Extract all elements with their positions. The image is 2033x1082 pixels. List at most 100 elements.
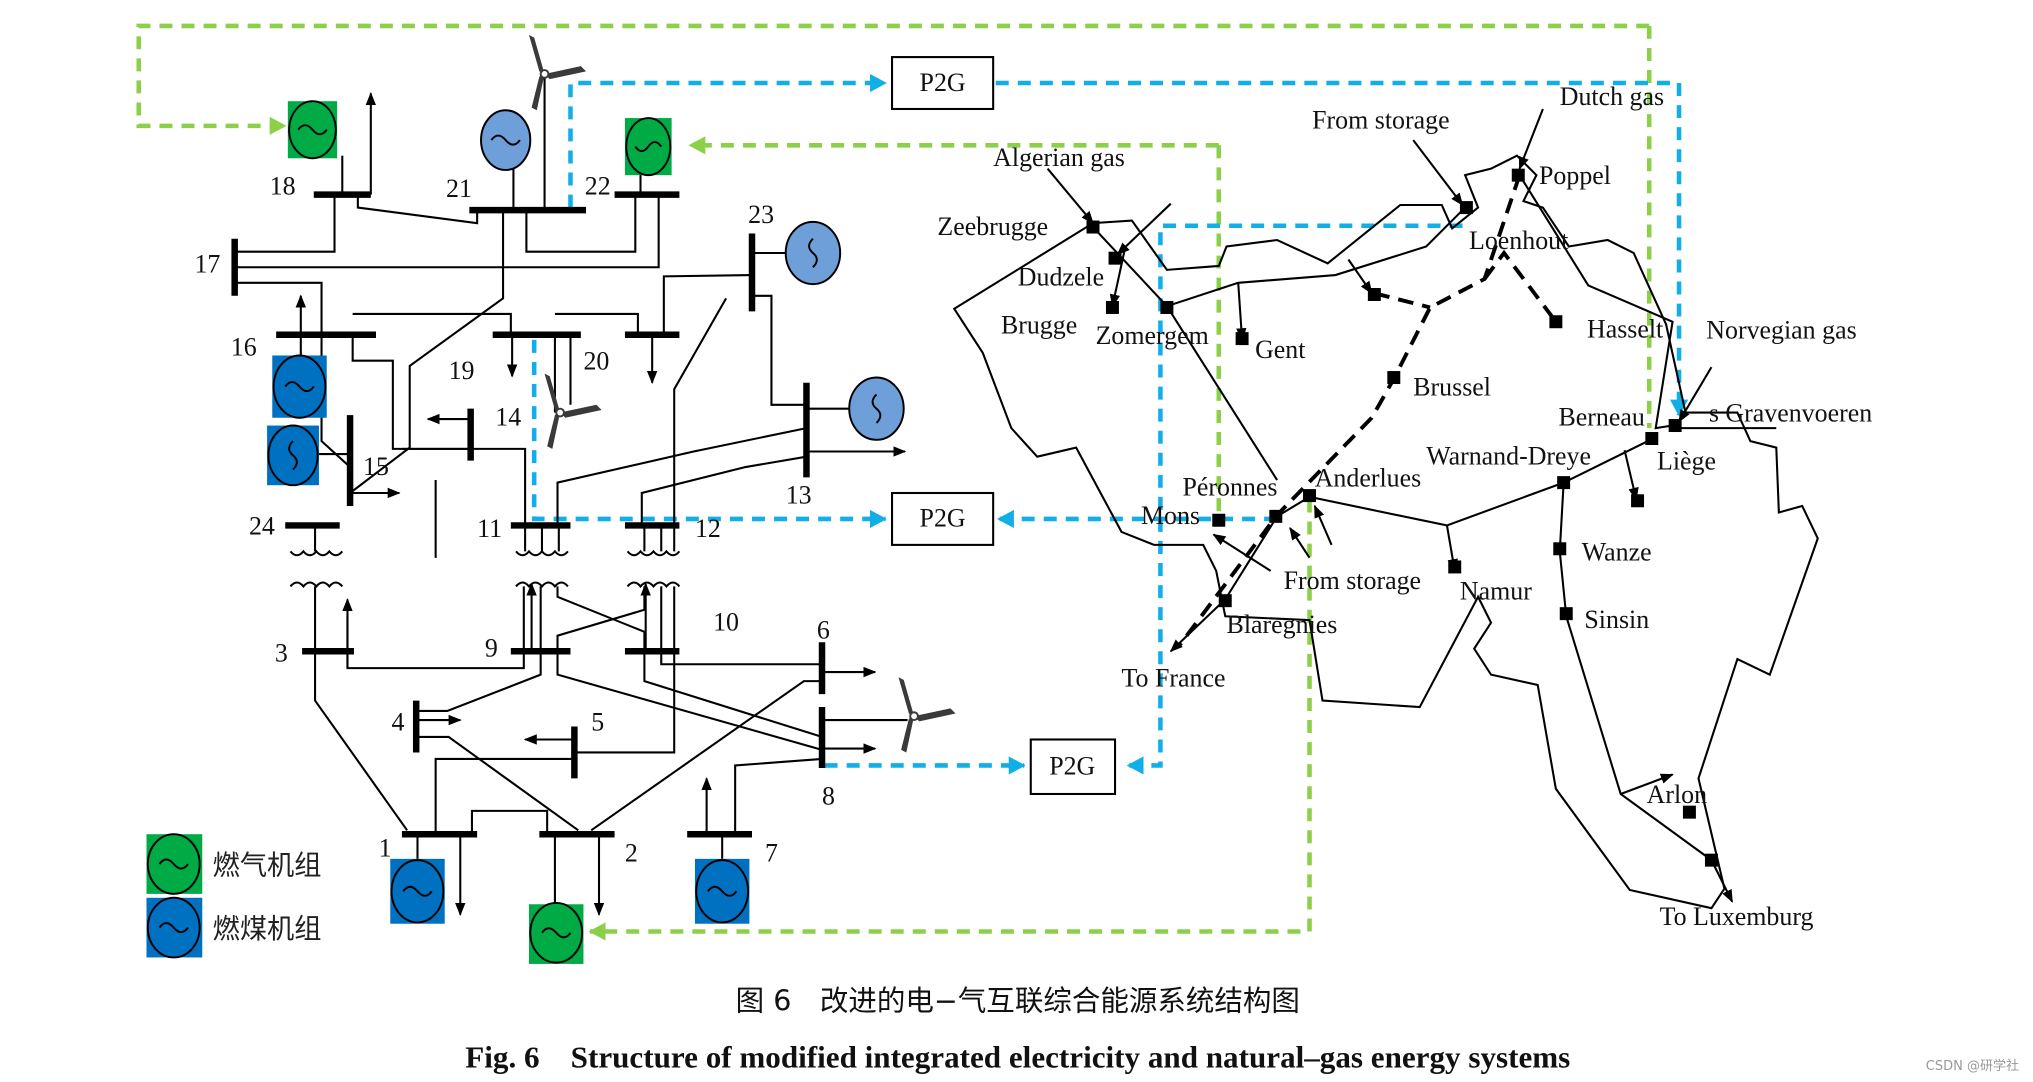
bus-label: 17 (194, 249, 220, 278)
gas-node-hasselt (1549, 315, 1563, 329)
gas-network: Zeebrugge Dudzele Brugge Zomergem Gent L… (937, 82, 1872, 931)
legend-gas-unit-label: 燃气机组 (213, 850, 322, 881)
gas-source-label: Algerian gas (993, 143, 1125, 172)
gas-node-wanze (1553, 542, 1567, 556)
gas-node-gent (1235, 332, 1249, 346)
bus-label: 18 (270, 172, 296, 201)
gas-label: Brussel (1413, 373, 1491, 402)
bus-label: 1 (379, 833, 392, 862)
gas-label: Hasselt (1587, 314, 1664, 343)
bus-label: 14 (495, 403, 521, 432)
gas-node-anderlues (1303, 489, 1317, 503)
p2g-label: P2G (920, 504, 966, 533)
gas-node-poppel (1511, 168, 1525, 182)
legend-gas-unit: 燃气机组 (146, 833, 322, 895)
bus-label: 12 (695, 514, 721, 543)
gas-generator-18 (287, 100, 344, 195)
gas-source-label: To France (1122, 663, 1226, 692)
bus-label: 5 (591, 707, 604, 736)
gas-label: Loenhout (1469, 226, 1569, 255)
bus-label: 21 (446, 174, 472, 203)
gas-node-blaregnies (1218, 594, 1232, 608)
gas-node-warnand-dreye (1557, 476, 1571, 490)
p2g-link-top-out (995, 80, 1689, 417)
gas-source-label: Dutch gas (1560, 82, 1664, 111)
gas-label: Dudzele (1018, 262, 1104, 291)
gas-label: Blaregnies (1227, 610, 1338, 639)
gas-label: Liège (1657, 447, 1716, 476)
p2g-box-top: P2G (890, 56, 995, 111)
figure-caption-cn: 图 6 改进的电−气互联综合能源系统结构图 (736, 985, 1300, 1018)
gas-label: Zeebrugge (937, 212, 1048, 241)
bus-label: 8 (822, 781, 835, 810)
gas-node-zeebrugge (1086, 220, 1100, 234)
bus-label: 23 (748, 200, 774, 229)
p2g-link-top-in (568, 73, 887, 208)
gas-label: Sinsin (1584, 605, 1649, 634)
bus-label: 10 (713, 608, 739, 637)
gas-node-loenhout (1459, 201, 1473, 215)
wind-turbine-icon (897, 676, 957, 754)
wind-turbine-icon (543, 372, 603, 450)
gas-node-dudzele (1108, 251, 1122, 265)
gas-node-zomergem (1160, 300, 1174, 314)
gas-label: Warnand-Dreye (1426, 441, 1591, 470)
legend-coal-unit-label: 燃煤机组 (213, 914, 322, 945)
bus-label: 20 (583, 347, 609, 376)
gas-label: Gent (1255, 335, 1306, 364)
power-to-gas-links (531, 73, 1689, 775)
bus-label: 11 (477, 514, 502, 543)
bus-label: 19 (449, 356, 475, 385)
gas-node-luxemburg-exit (1704, 853, 1718, 867)
bus-label: 22 (585, 172, 611, 201)
generator-13 (806, 376, 905, 441)
gas-node-arlon (1682, 805, 1696, 819)
gas-label: Péronnes (1182, 473, 1277, 502)
watermark: CSDN @研学社 (1925, 1059, 2019, 1074)
coal-generator-1 (390, 834, 445, 924)
coal-generator-16 (272, 334, 327, 419)
generator-23 (752, 220, 842, 286)
electric-network: 18 21 22 17 23 16 19 20 14 15 13 24 11 1… (194, 34, 957, 964)
gas-to-power-links (136, 23, 1652, 941)
bus-label: 2 (625, 838, 638, 867)
p2g-box-bottom: P2G (1029, 738, 1117, 796)
bus-label: 9 (485, 633, 498, 662)
gas-node-liege-spur (1631, 494, 1645, 508)
figure-caption-en: Fig. 6 Structure of modified integrated … (465, 1040, 1570, 1075)
gas-label: Poppel (1539, 161, 1611, 190)
legend-coal-unit: 燃煤机组 (146, 896, 322, 959)
bus-label: 4 (392, 707, 405, 736)
gas-node-namur (1448, 560, 1462, 574)
bus-label: 15 (363, 452, 389, 481)
gas-source-label: To Luxemburg (1660, 902, 1814, 931)
gas-label: Wanze (1582, 537, 1652, 566)
gas-label: Berneau (1558, 403, 1644, 432)
bus-label: 24 (249, 512, 275, 541)
coal-generator-15 (267, 424, 351, 487)
gas-source-label: From storage (1312, 105, 1449, 134)
gas-source-label: Norvegian gas (1706, 316, 1856, 345)
gas-link-bus2 (588, 499, 1312, 941)
gas-label: s Gravenvoeren (1709, 399, 1872, 428)
gas-node-sinsin (1559, 607, 1573, 621)
bus-label: 7 (765, 838, 778, 867)
gas-generator-2 (528, 834, 584, 964)
gas-node-brugge (1105, 300, 1119, 314)
coal-generator-7 (694, 834, 750, 924)
gas-node-gravenvoeren (1668, 419, 1682, 433)
p2g-label: P2G (920, 68, 966, 97)
gas-label: Anderlues (1315, 464, 1422, 493)
p2g-label: P2G (1049, 752, 1095, 781)
gas-label: Brugge (1001, 310, 1077, 339)
legend: 燃气机组 燃煤机组 (146, 833, 322, 959)
gas-node-berneau (1645, 432, 1659, 445)
gas-source-label: From storage (1284, 566, 1421, 595)
bus-label: 6 (817, 615, 830, 644)
p2g-link-mid-in (531, 339, 887, 529)
gas-node-mons (1212, 513, 1226, 527)
generator-21 (480, 109, 532, 211)
gas-node-unnamed (1367, 288, 1381, 301)
bus-label: 3 (275, 639, 288, 668)
